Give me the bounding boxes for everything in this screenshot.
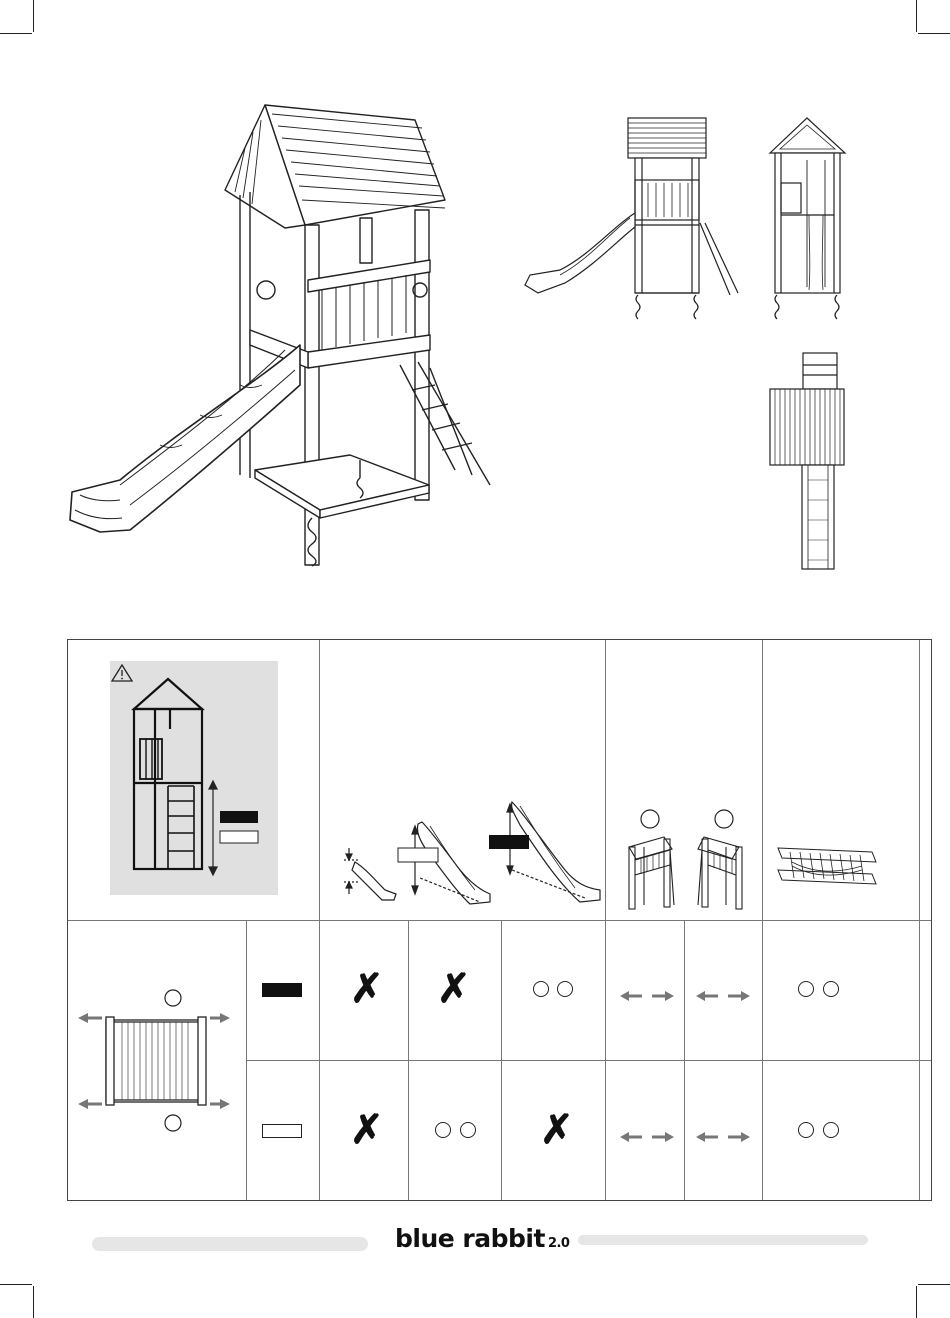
- brand-name: blue rabbit: [395, 1224, 545, 1253]
- grid-line-h1: [68, 920, 931, 921]
- tower-orientations: [614, 805, 759, 915]
- grid-line-v-top3: [762, 640, 763, 920]
- crop-mark-bottom-right-h: [918, 1284, 950, 1285]
- grid-line-v-b5: [605, 920, 606, 1200]
- slide-options: [330, 790, 605, 910]
- row1-circle-b: [557, 981, 573, 997]
- brand-version: 2.0: [548, 1236, 570, 1251]
- row1-arrows-2: [696, 990, 750, 1002]
- white-box-height-label: [220, 831, 258, 843]
- row1-x-mark-2: ✗: [437, 969, 471, 1009]
- crop-mark-top-right-v: [916, 0, 917, 32]
- black-box-height-label: [220, 811, 258, 823]
- row2-x-mark-1: ✗: [350, 1110, 384, 1150]
- row1-circle-c: [798, 981, 814, 997]
- side-view: [765, 115, 850, 320]
- row1-circle-a: [533, 981, 549, 997]
- grid-line-v-b3: [408, 920, 409, 1200]
- grid-line-v-top2: [605, 640, 606, 920]
- row1-black-box: [262, 983, 302, 997]
- grid-line-v-b4: [501, 920, 502, 1200]
- front-view: [520, 115, 745, 320]
- bridge-module: [772, 838, 882, 893]
- top-view: [765, 350, 850, 572]
- row2-circle-d: [823, 1122, 839, 1138]
- grid-line-v-b2: [319, 920, 320, 1200]
- safety-height-panel: [110, 661, 278, 895]
- grid-line-v-b7: [762, 920, 763, 1200]
- black-box-slide-height: [489, 835, 529, 849]
- grid-line-v-b6: [684, 920, 685, 1200]
- row2-arrows-2: [696, 1131, 750, 1143]
- grid-line-h2: [246, 1060, 931, 1061]
- crop-mark-top-left-h: [0, 33, 32, 34]
- platform-top-view: [72, 985, 237, 1135]
- crop-mark-top-left-v: [33, 0, 34, 32]
- row1-arrows-1: [620, 990, 674, 1002]
- grid-line-v-b1: [246, 920, 247, 1200]
- footer-bar-left: [92, 1237, 368, 1251]
- row2-circle-a: [435, 1122, 451, 1138]
- row2-circle-b: [460, 1122, 476, 1138]
- footer-bar-right: [578, 1235, 868, 1245]
- grid-line-v-top1: [319, 640, 320, 920]
- row1-x-mark-1: ✗: [350, 969, 384, 1009]
- crop-mark-bottom-right-v: [916, 1286, 917, 1318]
- row2-white-box: [262, 1124, 302, 1138]
- row1-circle-d: [823, 981, 839, 997]
- crop-mark-bottom-left-h: [0, 1284, 32, 1285]
- crop-mark-bottom-left-v: [33, 1286, 34, 1318]
- row2-circle-c: [798, 1122, 814, 1138]
- row2-x-mark-2: ✗: [540, 1110, 574, 1150]
- crop-mark-top-right-h: [918, 33, 950, 34]
- grid-line-v-top4: [919, 640, 920, 1200]
- row2-arrows-1: [620, 1131, 674, 1143]
- main-playtower-isometric: [60, 100, 520, 570]
